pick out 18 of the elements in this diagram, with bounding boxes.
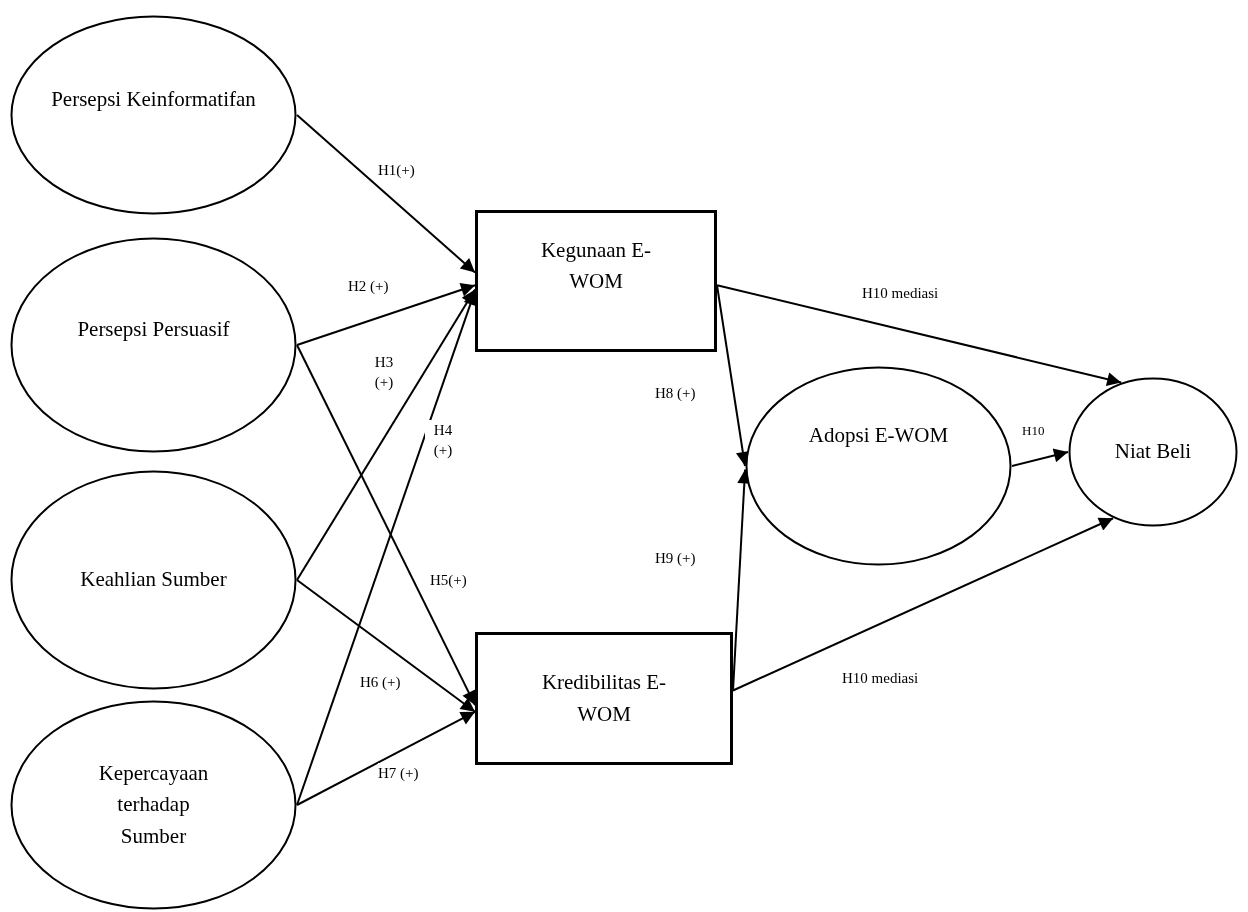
node-label: Keahlian Sumber [80,566,227,594]
arrow [296,344,476,707]
arrow [296,288,476,581]
arrow [1011,448,1069,467]
arrow [296,283,476,346]
arrow [716,284,1123,386]
arrow [296,579,476,713]
arrow [732,517,1115,692]
node-label: Kegunaan E-WOM [539,236,653,295]
arrow [296,710,476,806]
node-label: Niat Beli [1114,438,1192,466]
node-label: Persepsi Keinformatifan [51,86,256,114]
edge-label: H7 (+) [378,763,419,784]
node-label: Persepsi Persuasif [77,316,230,344]
arrow [296,114,476,274]
node-label: Adopsi E-WOM [808,422,949,450]
node-label: Kredibilitas E-WOM [540,669,668,728]
node-label: Kepercayaan terhadap Sumber [98,759,209,850]
